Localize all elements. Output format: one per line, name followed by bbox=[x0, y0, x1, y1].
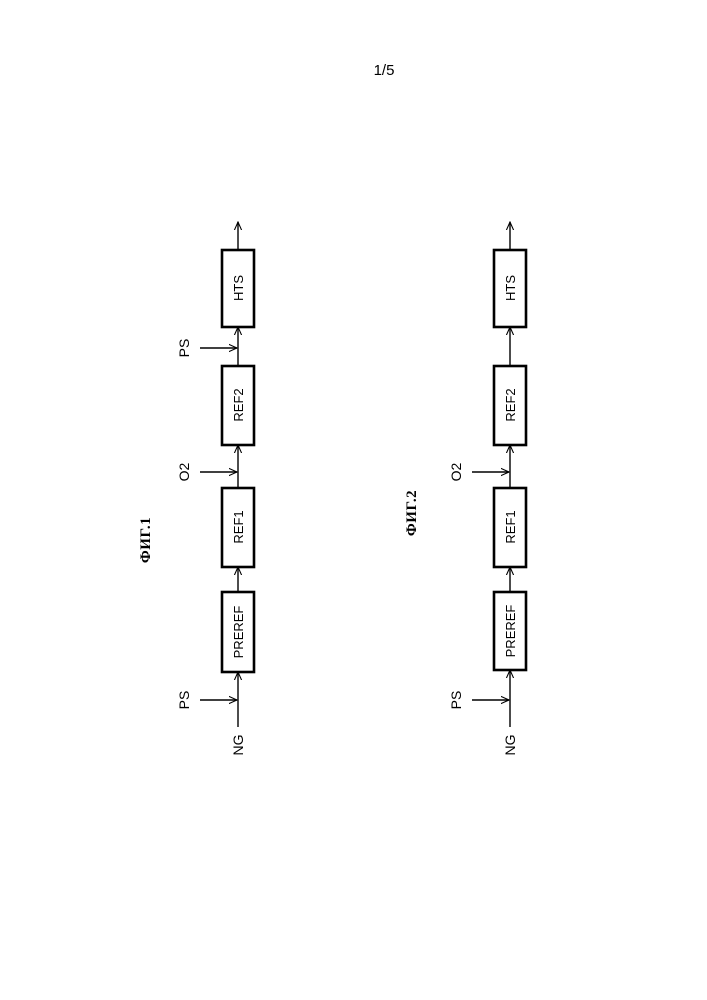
fig1-ps2-label: PS bbox=[176, 339, 192, 358]
fig2-block-ref2-label: REF2 bbox=[503, 388, 518, 421]
fig1-feed-label: NG bbox=[230, 735, 246, 756]
fig1-o2-label: O2 bbox=[176, 462, 192, 481]
figure-2: ФИГ.2 PREREF REF1 REF2 HTS NG PS O2 bbox=[404, 222, 526, 756]
figure-1: ФИГ.1 PREREF REF1 REF2 HTS NG PS O2 PS bbox=[138, 222, 254, 756]
fig2-block-preref-label: PREREF bbox=[503, 605, 518, 658]
fig2-block-ref1-label: REF1 bbox=[503, 510, 518, 543]
fig2-o2-label: O2 bbox=[448, 462, 464, 481]
figure-1-caption: ФИГ.1 bbox=[138, 517, 154, 563]
fig2-ps-label: PS bbox=[448, 691, 464, 710]
fig1-ps-label: PS bbox=[176, 691, 192, 710]
fig2-block-hts-label: HTS bbox=[503, 275, 518, 301]
fig1-block-hts-label: HTS bbox=[231, 275, 246, 301]
fig2-feed-label: NG bbox=[502, 735, 518, 756]
fig1-block-preref-label: PREREF bbox=[231, 606, 246, 659]
fig1-block-ref1-label: REF1 bbox=[231, 510, 246, 543]
fig1-block-ref2-label: REF2 bbox=[231, 388, 246, 421]
figure-2-caption: ФИГ.2 bbox=[404, 490, 420, 536]
